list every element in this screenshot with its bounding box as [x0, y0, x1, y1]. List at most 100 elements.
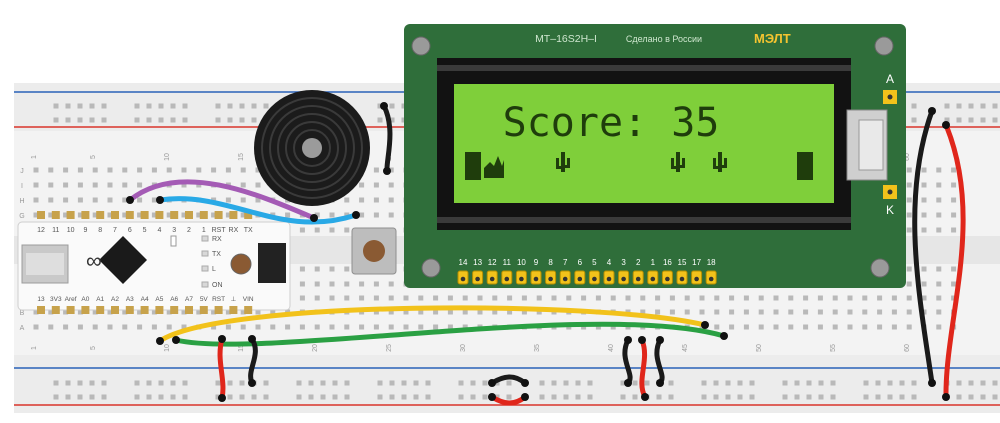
breadboard-hole[interactable] — [951, 167, 957, 173]
breadboard-hole[interactable] — [595, 295, 601, 301]
rail-hole[interactable] — [749, 394, 755, 400]
rail-hole[interactable] — [737, 394, 743, 400]
rail-hole[interactable] — [713, 394, 719, 400]
rail-hole[interactable] — [146, 103, 152, 109]
rail-hole[interactable] — [401, 380, 407, 386]
rail-hole[interactable] — [344, 380, 350, 386]
rail-hole[interactable] — [656, 394, 662, 400]
breadboard-hole[interactable] — [181, 324, 187, 330]
rail-hole[interactable] — [968, 380, 974, 386]
rail-hole[interactable] — [563, 380, 569, 386]
rail-hole[interactable] — [389, 103, 395, 109]
breadboard-hole[interactable] — [536, 295, 542, 301]
rail-hole[interactable] — [308, 394, 314, 400]
rail-hole[interactable] — [980, 103, 986, 109]
breadboard-hole[interactable] — [77, 182, 83, 188]
breadboard-hole[interactable] — [344, 281, 350, 287]
rail-hole[interactable] — [77, 394, 83, 400]
rail-hole[interactable] — [551, 380, 557, 386]
breadboard-hole[interactable] — [137, 324, 143, 330]
breadboard-hole[interactable] — [181, 182, 187, 188]
rail-hole[interactable] — [863, 394, 869, 400]
rail-hole[interactable] — [77, 380, 83, 386]
breadboard-hole[interactable] — [240, 167, 246, 173]
breadboard-hole[interactable] — [655, 309, 661, 315]
breadboard-hole[interactable] — [832, 324, 838, 330]
breadboard-hole[interactable] — [847, 309, 853, 315]
rail-hole[interactable] — [77, 103, 83, 109]
breadboard-hole[interactable] — [314, 324, 320, 330]
breadboard-hole[interactable] — [285, 212, 291, 218]
breadboard-hole[interactable] — [314, 266, 320, 272]
breadboard-hole[interactable] — [891, 309, 897, 315]
breadboard-hole[interactable] — [33, 197, 39, 203]
breadboard-hole[interactable] — [388, 212, 394, 218]
breadboard-hole[interactable] — [507, 295, 513, 301]
rail-hole[interactable] — [980, 394, 986, 400]
breadboard-hole[interactable] — [225, 212, 231, 218]
breadboard-hole[interactable] — [255, 182, 261, 188]
rail-hole[interactable] — [170, 103, 176, 109]
breadboard-hole[interactable] — [936, 324, 942, 330]
rail-hole[interactable] — [89, 394, 95, 400]
breadboard-hole[interactable] — [77, 197, 83, 203]
rail-hole[interactable] — [794, 394, 800, 400]
breadboard-hole[interactable] — [166, 324, 172, 330]
rail-hole[interactable] — [482, 380, 488, 386]
rail-hole[interactable] — [806, 380, 812, 386]
breadboard-hole[interactable] — [758, 324, 764, 330]
rail-hole[interactable] — [170, 380, 176, 386]
rail-hole[interactable] — [668, 380, 674, 386]
rail-hole[interactable] — [956, 103, 962, 109]
breadboard-hole[interactable] — [107, 324, 113, 330]
rail-hole[interactable] — [701, 394, 707, 400]
breadboard-hole[interactable] — [48, 167, 54, 173]
rail-hole[interactable] — [632, 394, 638, 400]
breadboard-hole[interactable] — [151, 167, 157, 173]
rail-hole[interactable] — [101, 103, 107, 109]
breadboard-hole[interactable] — [906, 227, 912, 233]
breadboard-hole[interactable] — [729, 295, 735, 301]
breadboard-hole[interactable] — [951, 295, 957, 301]
rail-hole[interactable] — [158, 394, 164, 400]
rail-hole[interactable] — [215, 117, 221, 123]
breadboard-hole[interactable] — [122, 212, 128, 218]
breadboard-hole[interactable] — [225, 309, 231, 315]
breadboard-hole[interactable] — [33, 182, 39, 188]
rail-hole[interactable] — [53, 117, 59, 123]
breadboard-hole[interactable] — [196, 182, 202, 188]
rail-hole[interactable] — [992, 103, 998, 109]
breadboard-hole[interactable] — [181, 167, 187, 173]
breadboard-hole[interactable] — [255, 309, 261, 315]
rail-hole[interactable] — [944, 103, 950, 109]
breadboard-hole[interactable] — [877, 324, 883, 330]
breadboard-hole[interactable] — [314, 212, 320, 218]
rail-hole[interactable] — [911, 394, 917, 400]
breadboard-hole[interactable] — [951, 197, 957, 203]
rail-hole[interactable] — [65, 103, 71, 109]
rail-hole[interactable] — [251, 117, 257, 123]
rail-hole[interactable] — [263, 380, 269, 386]
rail-hole[interactable] — [794, 380, 800, 386]
breadboard-hole[interactable] — [936, 281, 942, 287]
breadboard-hole[interactable] — [344, 197, 350, 203]
breadboard-hole[interactable] — [48, 324, 54, 330]
breadboard-hole[interactable] — [373, 309, 379, 315]
rail-hole[interactable] — [134, 394, 140, 400]
breadboard-hole[interactable] — [137, 182, 143, 188]
rail-hole[interactable] — [575, 394, 581, 400]
rail-hole[interactable] — [899, 394, 905, 400]
rail-hole[interactable] — [239, 103, 245, 109]
rail-hole[interactable] — [227, 117, 233, 123]
breadboard-hole[interactable] — [655, 295, 661, 301]
breadboard-hole[interactable] — [92, 212, 98, 218]
breadboard-hole[interactable] — [122, 309, 128, 315]
breadboard-hole[interactable] — [581, 295, 587, 301]
breadboard-hole[interactable] — [373, 295, 379, 301]
rail-hole[interactable] — [227, 380, 233, 386]
rail-hole[interactable] — [968, 394, 974, 400]
breadboard-hole[interactable] — [921, 197, 927, 203]
breadboard-hole[interactable] — [77, 167, 83, 173]
breadboard-hole[interactable] — [63, 324, 69, 330]
rail-hole[interactable] — [863, 380, 869, 386]
